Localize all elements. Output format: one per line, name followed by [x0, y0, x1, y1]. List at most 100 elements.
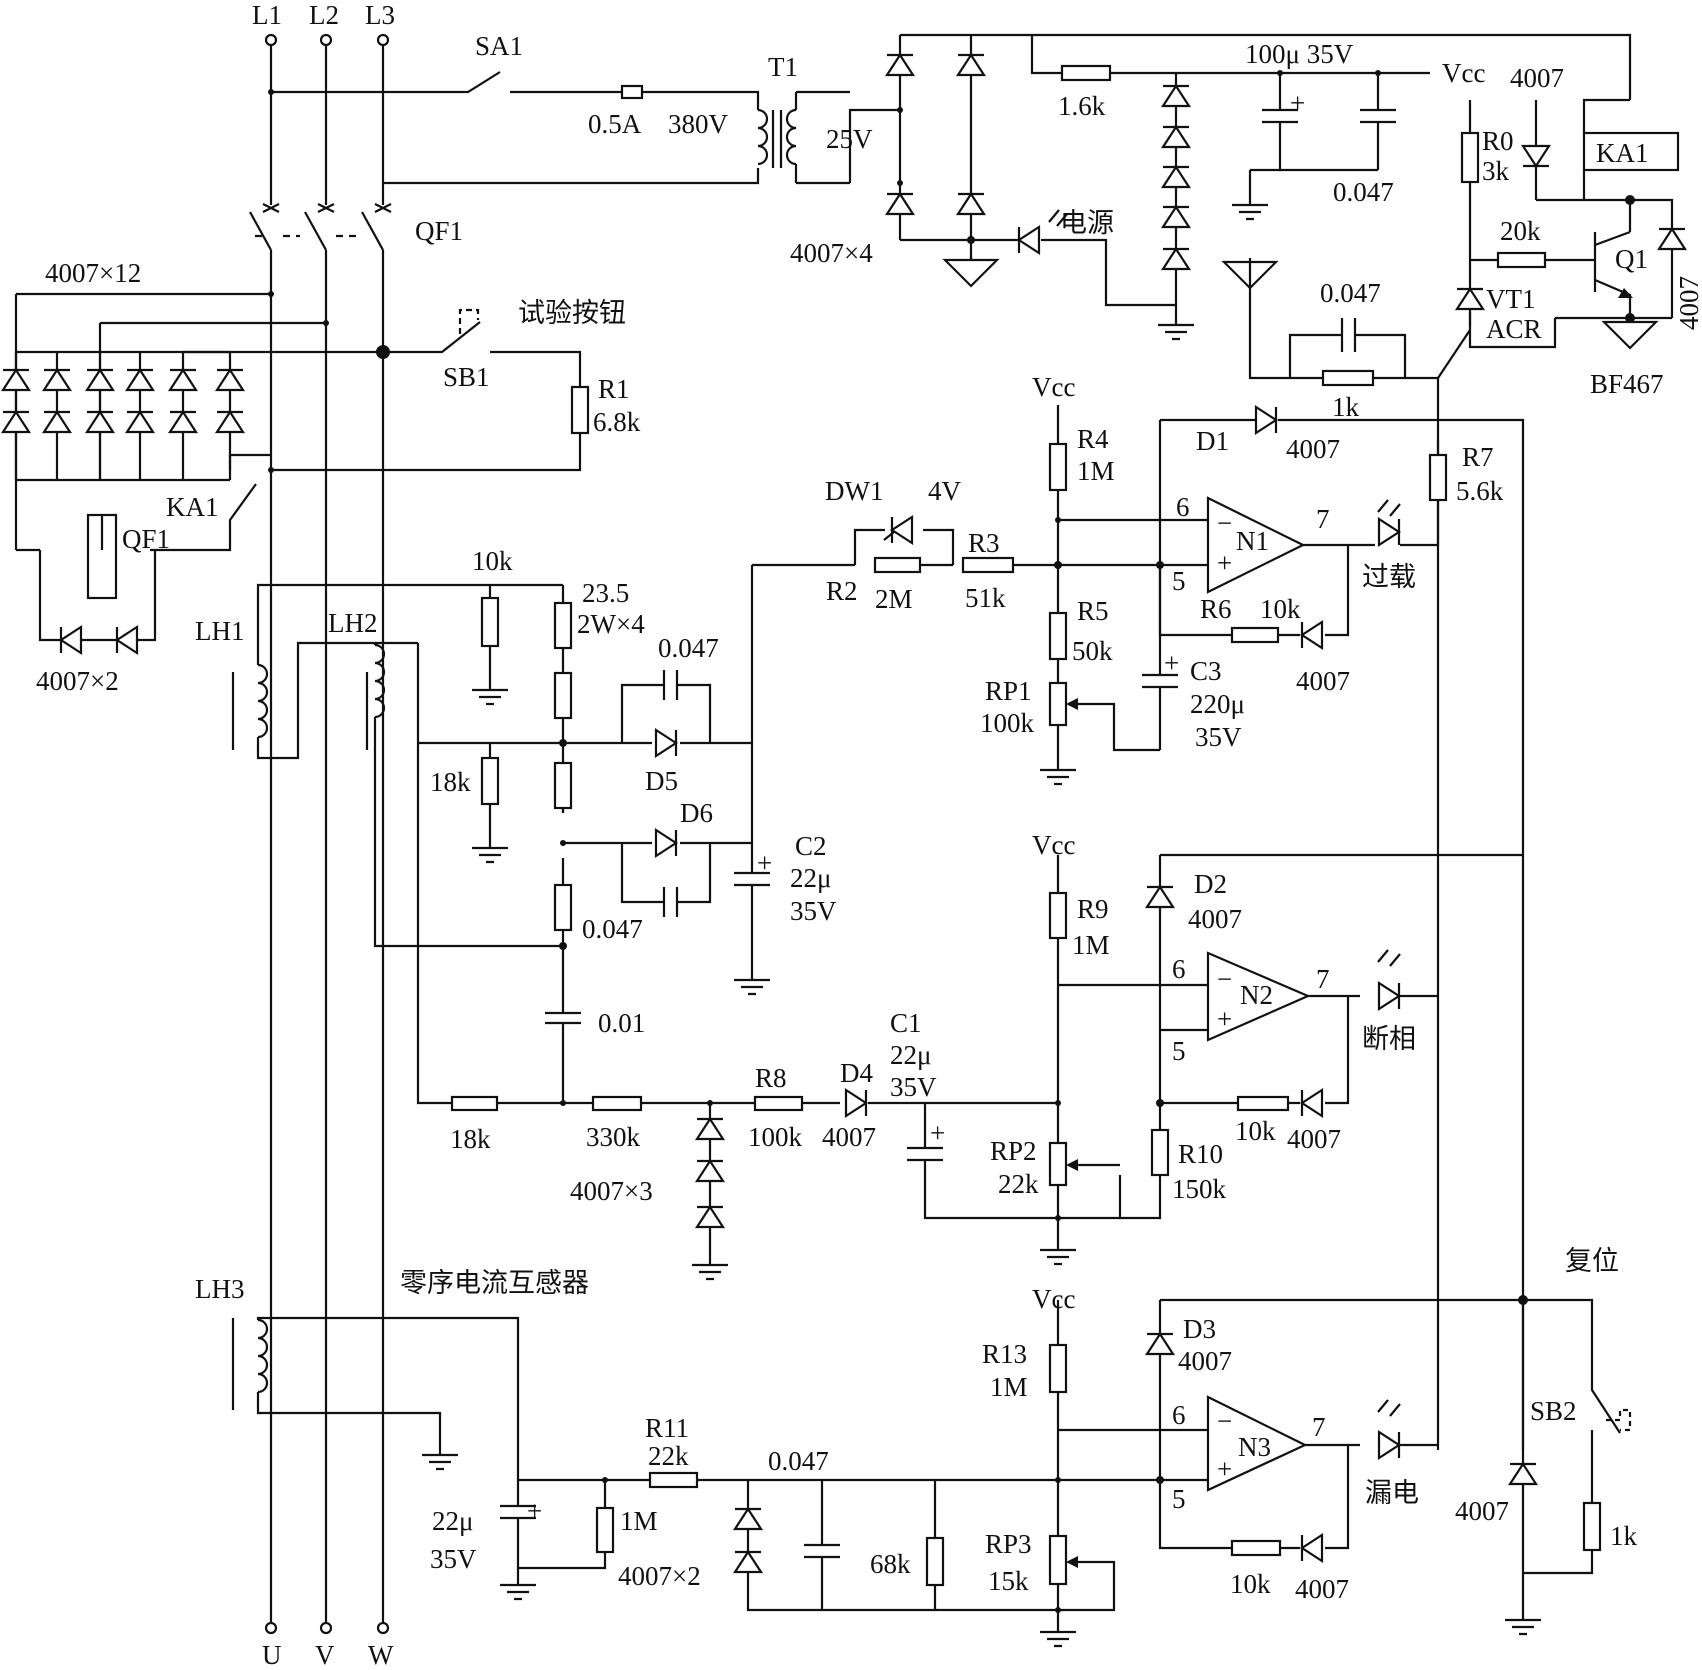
- label-c2: C2: [795, 831, 827, 861]
- dc-power-supply: [848, 33, 1632, 341]
- label-c3: C3: [1190, 656, 1222, 686]
- label-r3-val: 51k: [965, 583, 1006, 613]
- label-d-n3: 4007: [1295, 1574, 1349, 1604]
- label-vcc-1: Vcc: [1032, 372, 1075, 402]
- label-n2-minus: −: [1217, 964, 1232, 994]
- label-d4007x2-n3: 4007×2: [618, 1561, 701, 1591]
- label-n1-pin5: 5: [1172, 566, 1186, 596]
- label-plus-c22-lh3: +: [527, 1496, 542, 1526]
- label-r2: R2: [826, 576, 858, 606]
- label-rp3-val: 15k: [988, 1566, 1029, 1596]
- label-vcc-3: Vcc: [1032, 1284, 1075, 1314]
- label-bridge-4007x12: 4007×12: [45, 258, 141, 288]
- label-bridge-4007x4: 4007×4: [790, 238, 873, 268]
- label-r5-val: 50k: [1072, 636, 1113, 666]
- label-d3: D3: [1183, 1314, 1216, 1344]
- label-cap-22u-lh3-volt: 35V: [430, 1544, 477, 1574]
- label-L2: L2: [309, 0, 339, 30]
- label-U: U: [262, 1640, 282, 1670]
- label-dw1-val: 4V: [928, 476, 962, 506]
- label-r8-val: 100k: [748, 1122, 803, 1152]
- label-cap-0047-d5: 0.047: [658, 633, 719, 663]
- label-vcc-top: Vcc: [1442, 58, 1485, 88]
- label-W: W: [368, 1640, 394, 1670]
- label-n2-pin5: 5: [1172, 1036, 1186, 1066]
- label-r5: R5: [1077, 596, 1109, 626]
- label-r-10k-n2: 10k: [1235, 1116, 1276, 1146]
- label-d4007-top: 4007: [1510, 63, 1564, 93]
- label-L1: L1: [252, 0, 282, 30]
- label-r4: R4: [1077, 424, 1109, 454]
- label-r1-val: 6.8k: [593, 407, 641, 437]
- label-rp2: RP2: [990, 1136, 1037, 1166]
- label-r13-val: 1M: [990, 1372, 1028, 1402]
- label-cap-0047-n3: 0.047: [768, 1446, 829, 1476]
- label-cap-0047-fb: 0.047: [1320, 278, 1381, 308]
- overload-sense-network: [418, 565, 772, 1112]
- label-n1-plus: +: [1217, 548, 1232, 578]
- feedback-network: [1222, 256, 1440, 1450]
- label-r-20k: 20k: [1500, 216, 1541, 246]
- label-r6-val: 10k: [1260, 594, 1301, 624]
- label-ka1-coil: KA1: [1596, 138, 1649, 168]
- current-transformers: [231, 583, 593, 1105]
- label-dw1: DW1: [825, 476, 883, 506]
- label-lh1: LH1: [195, 616, 245, 646]
- label-lh3: LH3: [195, 1274, 245, 1304]
- label-c2-volt: 35V: [790, 896, 837, 926]
- trip-circuit: [1, 291, 590, 655]
- label-c1-val: 22μ: [890, 1040, 931, 1070]
- label-r7-val: 5.6k: [1456, 476, 1504, 506]
- label-n1: N1: [1236, 526, 1269, 556]
- label-cap-001: 0.01: [598, 1008, 645, 1038]
- label-r-1k-fb: 1k: [1332, 392, 1360, 422]
- label-sa1: SA1: [475, 31, 523, 61]
- label-n2-plus: +: [1217, 1004, 1232, 1034]
- label-d4: D4: [840, 1058, 873, 1088]
- label-rp2-val: 22k: [998, 1169, 1039, 1199]
- label-r0: R0: [1482, 126, 1514, 156]
- label-n1-pin7: 7: [1316, 504, 1330, 534]
- power-transformer-section: [268, 71, 850, 185]
- label-c1-volt: 35V: [890, 1072, 937, 1102]
- label-d4007-vertical: 4007: [1674, 276, 1702, 330]
- label-V: V: [315, 1640, 335, 1670]
- label-cap-22u-lh3: 22μ: [432, 1506, 473, 1536]
- label-r-68k: 68k: [870, 1549, 911, 1579]
- label-c3-volt: 35V: [1195, 722, 1242, 752]
- label-plus-c3: +: [1164, 648, 1179, 678]
- label-c1: C1: [890, 1008, 922, 1038]
- label-power-led: 电源: [1060, 208, 1114, 239]
- label-fuse: 0.5A: [588, 109, 642, 139]
- label-d-n2: 4007: [1287, 1124, 1341, 1154]
- label-zero-seq-ct: 零序电流互感器: [400, 1268, 589, 1299]
- label-r6: R6: [1200, 594, 1232, 624]
- label-d5: D5: [645, 766, 678, 796]
- label-lh2: LH2: [328, 608, 378, 638]
- label-rp1-val: 100k: [980, 708, 1035, 738]
- label-n1-pin6: 6: [1176, 492, 1190, 522]
- label-n3-pin5: 5: [1172, 1484, 1186, 1514]
- label-q1: Q1: [1615, 244, 1648, 274]
- label-n3-pin7: 7: [1312, 1412, 1326, 1442]
- label-r9-val: 1M: [1072, 930, 1110, 960]
- relay-driver: [1437, 98, 1687, 379]
- label-n2-pin6: 6: [1172, 954, 1186, 984]
- label-d2-val: 4007: [1188, 904, 1242, 934]
- label-plus-c2: +: [757, 848, 772, 878]
- label-c2-val: 22μ: [790, 863, 831, 893]
- label-sb1: SB1: [443, 362, 490, 392]
- label-qf1-main: QF1: [415, 216, 463, 246]
- label-cap-100u: 100μ 35V: [1245, 39, 1354, 69]
- label-r-23.5: 23.5: [582, 578, 629, 608]
- label-test-button: 试验按钮: [518, 298, 626, 329]
- label-rp1: RP1: [985, 676, 1032, 706]
- label-overload: 过载: [1362, 562, 1416, 593]
- label-cap-0047-top: 0.047: [1333, 177, 1394, 207]
- label-d4007x3: 4007×3: [570, 1176, 653, 1206]
- label-r-330k: 330k: [586, 1122, 641, 1152]
- label-r11: R11: [645, 1413, 689, 1443]
- label-t1: T1: [768, 52, 798, 82]
- label-r-23.5-rating: 2W×4: [577, 609, 645, 639]
- label-r11-val: 22k: [648, 1441, 689, 1471]
